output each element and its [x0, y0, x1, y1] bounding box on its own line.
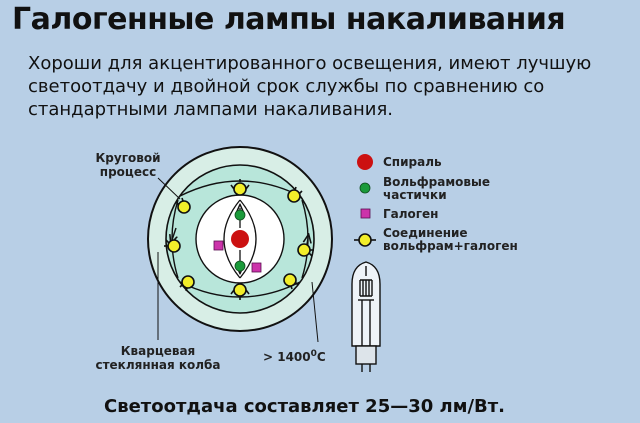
- legend: Спираль Вольфрамовые частички Галоген Со…: [354, 154, 518, 253]
- inner-flow-right: [239, 199, 257, 279]
- intro-line-1: Хороши для акцентированного освещения, и…: [28, 53, 592, 74]
- legend-compound-label-line1: Соединение: [383, 226, 468, 240]
- bulb-label-line2: стеклянная колба: [95, 358, 220, 372]
- tungsten-particle: [234, 209, 246, 221]
- halogen-legend-icon: [360, 208, 371, 219]
- tungsten-particle: [234, 260, 246, 272]
- legend-tungsten-label-line2: частички: [383, 188, 447, 202]
- page-title: Галогенные лампы накаливания: [12, 2, 566, 37]
- cycle-label-line2: процесс: [100, 165, 156, 179]
- intro-line-3: стандартными лампами накаливания.: [28, 99, 394, 120]
- legend-spiral-label: Спираль: [383, 155, 442, 169]
- legend-tungsten-label-line1: Вольфрамовые: [383, 175, 490, 189]
- inner-flow-left: [223, 199, 241, 279]
- halogen-particle: [251, 262, 262, 273]
- halogen-lamp-icon: [351, 261, 381, 372]
- luminous-efficacy-note: Светоотдача составляет 25—30 лм/Вт.: [104, 396, 506, 417]
- spiral-legend-icon: [357, 154, 373, 170]
- legend-halogen-label: Галоген: [383, 207, 438, 221]
- legend-compound-label-line2: вольфрам+галоген: [383, 239, 518, 253]
- halogen-particle: [213, 240, 224, 251]
- bulb-label-line1: Кварцевая: [121, 344, 196, 358]
- intro-line-2: светоотдачу и двойной срок службы по сра…: [28, 76, 545, 97]
- tungsten-legend-icon: [359, 182, 371, 194]
- cycle-leader-line: [157, 177, 181, 200]
- intro-text: Хороши для акцентированного освещения, и…: [28, 52, 628, 121]
- temperature-leader-line: [311, 281, 319, 343]
- temperature-label: > 14000C: [263, 349, 326, 364]
- bulb-cross-section: [147, 146, 333, 332]
- cycle-label-line1: Круговой: [96, 151, 161, 165]
- cycle-arrow-left: [172, 227, 176, 240]
- compound-particles: [164, 179, 314, 300]
- spiral-dot: [231, 230, 249, 248]
- compound-legend-icon: [354, 233, 376, 247]
